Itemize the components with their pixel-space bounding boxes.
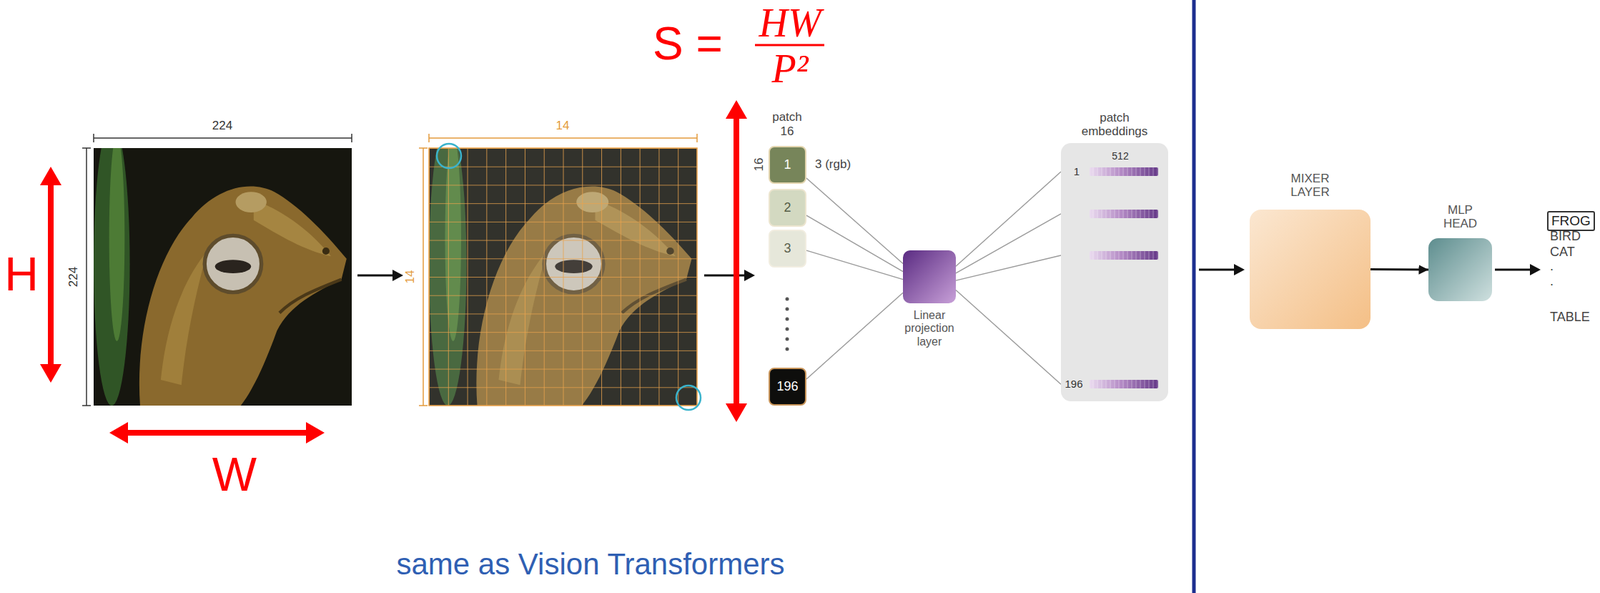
patch-tile: 2 — [768, 188, 807, 227]
connector — [806, 250, 903, 280]
connector — [955, 290, 1061, 385]
projection-layer: Linear projection layer — [902, 250, 956, 304]
node-text: Linear projection layer — [904, 308, 954, 349]
formula-text: S = — [652, 17, 723, 71]
node-text: 512 — [1111, 150, 1129, 162]
node-text: 1 — [1073, 165, 1080, 178]
mixer-layer: MIXER LAYER — [1249, 209, 1371, 329]
dimension-line — [82, 133, 352, 406]
patch-grid — [428, 147, 698, 406]
patch-tile: 1 — [768, 145, 807, 184]
node-text: 196 — [776, 378, 798, 394]
axis-label: H — [4, 247, 39, 302]
dimension-label: 224 — [212, 118, 233, 133]
connector — [955, 213, 1061, 274]
class-label: CAT — [1549, 244, 1575, 260]
highlight-circle — [676, 385, 701, 410]
channel-label: 3 (rgb) — [815, 157, 851, 172]
separator-line — [1192, 0, 1197, 593]
flow-arrow — [1198, 263, 1245, 276]
patched-image — [428, 122, 698, 406]
frog-image — [93, 122, 352, 406]
fraction-bar — [754, 44, 825, 47]
connector — [806, 178, 903, 264]
fade-overlay — [428, 147, 698, 406]
dimension-label: 14 — [403, 270, 418, 284]
red-double-arrow — [40, 166, 325, 444]
embedding-panel: patch embeddings5121196 — [1060, 142, 1169, 402]
patch-size-label: patch 16 — [772, 110, 803, 138]
red-double-arrow — [725, 100, 748, 422]
flow-arrow — [1494, 263, 1541, 276]
dimension-label: 224 — [66, 266, 81, 287]
node-text: MIXER LAYER — [1290, 171, 1330, 200]
node-text: 3 — [783, 240, 791, 256]
node-text: 1 — [783, 157, 791, 173]
connector — [955, 171, 1061, 266]
predicted-class: FROG — [1547, 210, 1595, 231]
class-label: TABLE — [1549, 309, 1590, 325]
flow-arrow — [357, 269, 404, 281]
connector — [1370, 268, 1429, 271]
embedding-bar — [1089, 167, 1159, 389]
flow-arrow — [704, 269, 755, 281]
node-text: FROG — [1551, 213, 1591, 229]
formula-text: HW — [758, 2, 821, 43]
node-text: 2 — [783, 200, 791, 216]
ellipsis-dots — [785, 297, 790, 352]
axis-label: W — [212, 447, 257, 502]
node-text: patch embeddings — [1081, 110, 1149, 139]
dimension-label: 14 — [556, 118, 570, 133]
connector — [806, 292, 903, 379]
highlight-circle — [436, 143, 462, 169]
node-text: 196 — [1064, 377, 1083, 390]
dimension-line — [418, 133, 698, 406]
dimension-label: 16 — [752, 157, 767, 172]
connector — [955, 255, 1061, 281]
patch-tile: 196 — [768, 367, 807, 406]
class-label: . — [1549, 273, 1554, 289]
formula-text: P² — [772, 48, 809, 89]
node-text: MLP HEAD — [1443, 203, 1478, 231]
mlp-head: MLP HEAD — [1428, 238, 1493, 301]
class-label: BIRD — [1549, 228, 1581, 244]
connector — [806, 215, 903, 272]
class-label: . — [1549, 258, 1554, 274]
patch-tile: 3 — [768, 229, 807, 268]
note-text: same as Vision Transformers — [396, 546, 785, 582]
